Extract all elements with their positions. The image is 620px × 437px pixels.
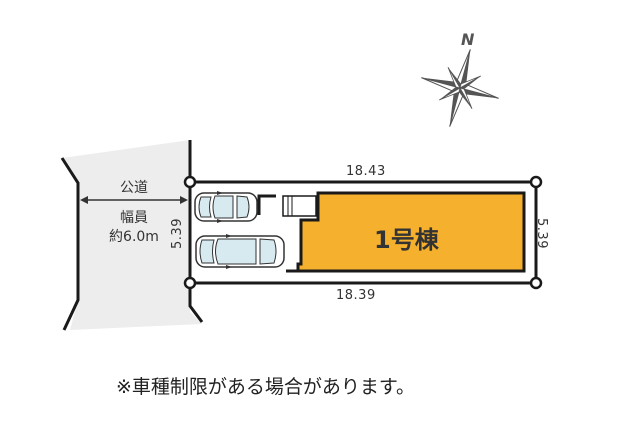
vehicle-restriction-note: ※車種制限がある場合があります。 [116, 376, 416, 398]
road-left-edge [60, 157, 80, 331]
corner-marker [529, 175, 543, 189]
road-width-arrow [80, 196, 188, 204]
building-label: 1号棟 [374, 226, 439, 254]
road-right-edge-bottom [188, 285, 204, 323]
road-name-label: 公道 [120, 180, 148, 196]
public-road-area [62, 140, 202, 330]
road-width-value: 約6.0m [109, 229, 159, 245]
corner-marker [183, 175, 197, 189]
corner-marker [529, 276, 543, 290]
lot-bottom-length: 18.39 [336, 288, 376, 303]
compass-north-label: N [461, 30, 475, 49]
lot-left-depth: 5.39 [169, 218, 185, 249]
lot-top-length: 18.43 [346, 164, 386, 179]
lot-right-depth: 5.39 [533, 218, 549, 249]
road-width-label: 幅員 [120, 210, 148, 226]
entrance-steps-icon [282, 195, 317, 217]
fence-wall [257, 194, 276, 215]
compass-rose-icon [421, 49, 499, 127]
building-footprint [296, 191, 526, 273]
car-icon [195, 234, 285, 269]
car-icon [194, 191, 258, 223]
corner-marker [183, 276, 197, 290]
